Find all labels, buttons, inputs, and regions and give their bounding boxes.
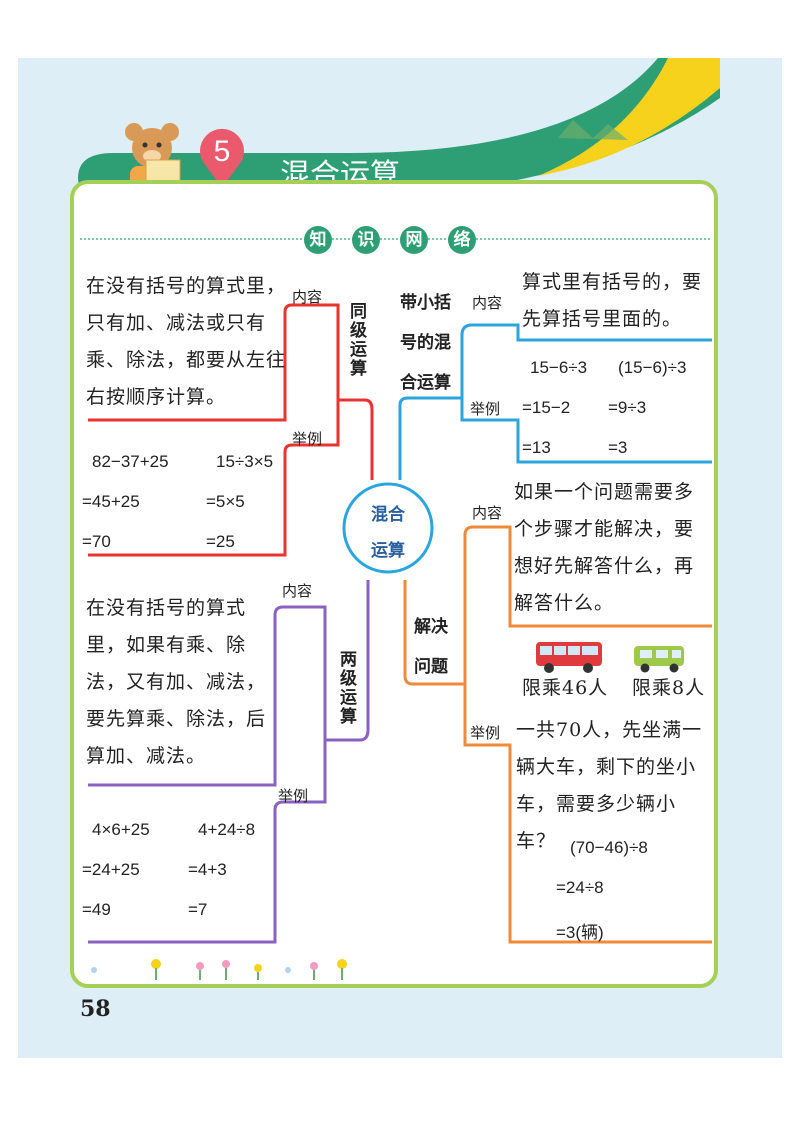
bracket-ex1-line3: =13 (522, 438, 551, 457)
same-level-ex1-line1: 82−37+25 (92, 452, 169, 471)
same-level-ex1-line3: =70 (82, 532, 111, 551)
same-level-content-tag: 内容 (292, 288, 323, 306)
van-icon (634, 646, 684, 673)
same-level-ex2-line1: 15÷3×5 (216, 452, 274, 471)
heading-char-1: 知 (304, 226, 332, 254)
chapter-number: 5 (213, 135, 231, 168)
problem-question: 一共70人，先坐满一辆大车，剩下的坐小车，需要多少辆小车？ (516, 719, 703, 852)
same-level-example-tag: 举例 (292, 430, 323, 448)
flowers-decoration (91, 959, 347, 980)
same-level-ex1-line2: =45+25 (82, 492, 140, 511)
page-number: 58 (80, 996, 111, 1022)
two-level-content-tag: 内容 (282, 582, 313, 600)
two-level-ex1-line1: 4×6+25 (92, 820, 150, 839)
bracket-example-tag: 举例 (470, 400, 501, 418)
two-level-node: 两级运算 (336, 650, 356, 726)
bracket-ex1-line2: =15−2 (522, 398, 571, 417)
bracket-ex2-line1: (15−6)÷3 (618, 358, 687, 377)
van-capacity-label: 限乘8人 (632, 677, 706, 699)
same-level-ex2-line3: =25 (206, 532, 235, 551)
bracket-node-line1: 带小括 (400, 293, 451, 313)
two-level-example-tag: 举例 (278, 787, 309, 805)
problem-content-tag: 内容 (472, 504, 503, 522)
two-level-ex2-line2: =4+3 (188, 860, 227, 879)
problem-example-tag: 举例 (470, 724, 501, 742)
problem-solution-line1: (70−46)÷8 (570, 838, 648, 857)
problem-solution-line3: =3(辆) (556, 923, 604, 942)
bracket-ex1-line1: 15−6÷3 (530, 358, 588, 377)
two-level-ex1-line3: =49 (82, 900, 111, 919)
problem-content: 如果一个问题需要多个步骤才能解决，要想好先解答什么，再解答什么。 (514, 481, 695, 614)
bracket-node-line2: 号的混 (400, 333, 451, 353)
bus-capacity-label: 限乘46人 (522, 677, 609, 699)
center-node-line1: 混合 (371, 505, 405, 525)
center-node-circle (342, 482, 434, 574)
two-level-ex2-line3: =7 (188, 900, 208, 919)
bracket-ex2-line2: =9÷3 (608, 398, 647, 417)
bracket-ex2-line3: =3 (608, 438, 628, 457)
chapter-badge (200, 128, 244, 188)
bracket-content: 算式里有括号的，要先算括号里面的。 (522, 271, 703, 330)
heading-char-3: 网 (400, 226, 428, 254)
two-level-ex2-line1: 4+24÷8 (198, 820, 256, 839)
two-level-ex1-line2: =24+25 (82, 860, 140, 879)
heading-dotted-line (80, 238, 710, 240)
content-frame (70, 180, 718, 988)
bus-icon (536, 642, 602, 673)
same-level-node: 同级运算 (346, 302, 366, 378)
heading-char-2: 识 (352, 226, 380, 254)
center-node-line2: 运算 (371, 541, 405, 561)
problem-node-line1: 解决 (414, 617, 448, 637)
problem-node-line2: 问题 (414, 657, 448, 677)
same-level-ex2-line2: =5×5 (206, 492, 245, 511)
bracket-content-tag: 内容 (472, 294, 503, 312)
heading-char-4: 络 (448, 226, 476, 254)
problem-solution-line2: =24÷8 (556, 878, 604, 897)
bracket-node-line3: 合运算 (400, 373, 451, 393)
same-level-content: 在没有括号的算式里，只有加、减法或只有乘、除法，都要从左往右按顺序计算。 (86, 275, 287, 408)
two-level-content: 在没有括号的算式里，如果有乘、除法，又有加、减法，要先算乘、除法，后算加、减法。 (86, 597, 267, 767)
